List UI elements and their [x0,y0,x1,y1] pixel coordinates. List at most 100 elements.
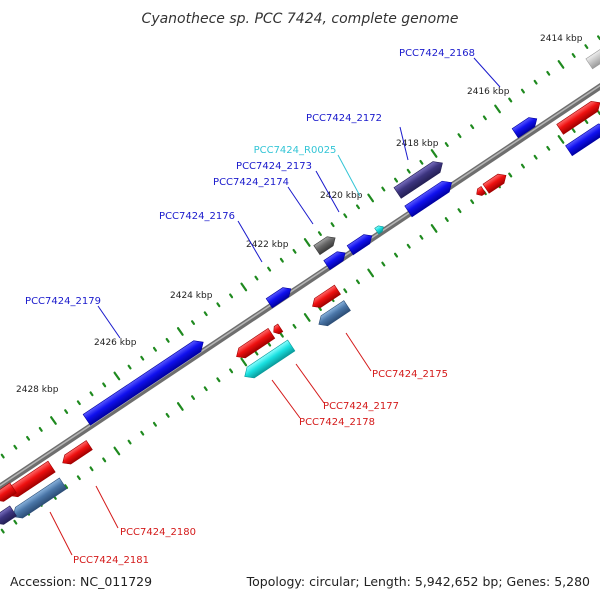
gene-label[interactable]: PCC7424_2177 [323,401,399,412]
tick-label: 2422 kbp [246,240,289,250]
gene-label[interactable]: PCC7424_2172 [306,113,382,124]
minor-tick-mark [457,208,462,214]
gene-pcc7424-2174-grey[interactable] [313,233,338,256]
minor-tick-mark [419,234,424,240]
minor-tick-mark [127,439,132,445]
minor-tick-mark [317,231,322,236]
gene-label[interactable]: PCC7424_R0025 [254,145,337,156]
minor-tick-mark [444,217,449,222]
minor-tick-mark [64,409,69,414]
leader-line [295,363,325,404]
gene-pcc7424-2177[interactable] [233,327,276,361]
gene-red-2181-upper[interactable] [5,460,56,501]
leader-line [95,485,119,529]
minor-tick-mark [394,252,399,258]
minor-tick-mark [102,457,107,463]
gene-red-small-a[interactable] [482,171,509,194]
tick-label: 2416 kbp [467,87,510,97]
gene-label[interactable]: PCC7424_2179 [25,296,101,307]
major-tick-mark [367,193,375,203]
label-leader-lines [49,57,501,556]
gene-red-left-edge[interactable] [0,482,17,505]
major-tick-mark [557,60,565,69]
gene-pcc7424-2172[interactable] [393,158,446,199]
minor-tick-mark [216,377,221,383]
minor-tick-mark [584,119,589,124]
gene-pcc7424-2174[interactable] [323,248,348,271]
minor-tick-mark [406,168,411,174]
gene-purple-left-edge[interactable] [0,505,17,528]
major-tick-mark [50,416,57,425]
gene-label[interactable]: PCC7424_2175 [372,369,448,380]
gene-arrow [404,180,453,218]
gene-pcc7424-2168[interactable] [511,114,540,139]
gene-pcc7424-2180[interactable] [60,440,93,468]
leader-line [473,57,501,88]
minor-tick-mark [26,435,31,441]
gene-blue-top-right[interactable] [565,120,600,157]
major-tick-mark [367,268,375,278]
gene-pcc7424-2179[interactable] [82,337,207,426]
gene-pcc7424-2175[interactable] [316,300,351,330]
gene-pcc7424-2173[interactable] [346,231,375,256]
gene-label[interactable]: PCC7424_2178 [299,417,375,428]
gene-pcc7424-r0025[interactable] [374,224,386,235]
minor-tick-mark [508,97,513,103]
gene-red-small-b[interactable] [474,186,486,197]
gene-arrow [476,186,486,196]
genome-backbone [0,83,600,491]
minor-tick-mark [292,323,297,329]
minor-tick-mark [127,364,132,370]
minor-tick-mark [279,257,284,263]
gene-label[interactable]: PCC7424_2176 [159,211,235,222]
gene-red-2175-upper[interactable] [309,284,341,311]
minor-tick-mark [533,79,538,85]
gene-arrow [82,340,204,426]
minor-tick-mark [165,337,170,343]
minor-tick-mark [571,128,576,133]
gene-label[interactable]: PCC7424_2180 [120,527,196,538]
gene-arrow [0,482,17,502]
major-tick-mark [494,104,501,114]
gene-arrow [565,123,600,157]
gene-pcc7424-2181[interactable] [9,477,67,522]
tick-label: 2418 kbp [396,139,439,149]
minor-tick-mark [216,302,221,308]
gene-label[interactable]: PCC7424_2173 [236,161,312,172]
tick-label: 2426 kbp [94,338,137,348]
gene-arrow [312,284,341,308]
leader-line [315,170,340,213]
tick-label: 2428 kbp [16,385,59,395]
minor-tick-mark [355,279,360,285]
minor-tick-mark [343,213,348,219]
gene-pcc7424-2168-region[interactable] [585,31,600,70]
minor-tick-mark [13,444,18,450]
gene-label[interactable]: PCC7424_2181 [73,555,149,566]
gene-arrow [323,251,346,271]
major-tick-mark [303,238,311,247]
minor-tick-mark [76,475,81,481]
minor-tick-mark [470,199,475,205]
gene-pcc7424-2176[interactable] [265,284,294,309]
gene-pcc7424-2178[interactable] [241,339,296,382]
minor-tick-mark [355,204,360,210]
major-tick-mark [113,371,121,381]
gene-red-top-right[interactable] [556,98,600,135]
gene-label[interactable]: PCC7424_2168 [399,48,475,59]
minor-tick-mark [394,177,399,183]
minor-tick-mark [457,133,462,139]
minor-tick-mark [482,115,487,121]
gene-blue-2172-adj[interactable] [404,177,455,218]
gene-arrow [318,300,351,327]
gene-label[interactable]: PCC7424_2174 [213,177,289,188]
map-title: Cyanothece sp. PCC 7424, complete genome [142,11,459,27]
gene-arrow [585,34,600,70]
gene-red-small-c[interactable] [271,323,284,336]
major-tick-mark [176,327,184,336]
leader-line [271,379,301,419]
gene-arrow [346,234,373,256]
gene-arrow [313,236,336,256]
major-tick-mark [430,149,438,158]
gene-arrow [244,339,296,379]
minor-tick-mark [89,391,94,397]
